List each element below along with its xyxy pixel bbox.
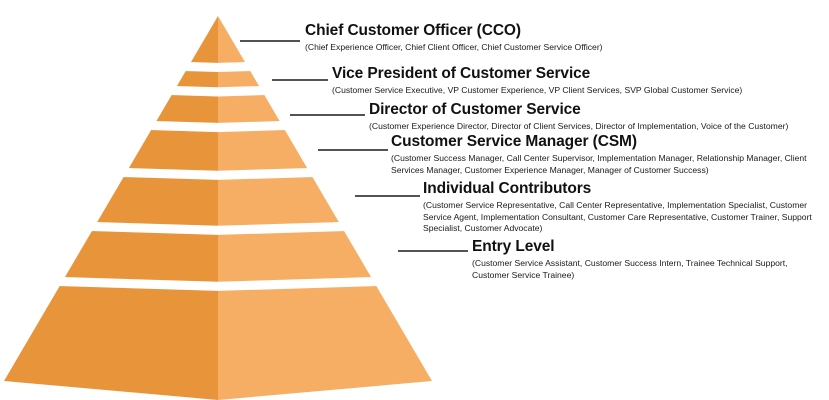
level-entry: Entry Level (Customer Service Assistant,… — [472, 238, 817, 281]
level-individual-contributors: Individual Contributors (Customer Servic… — [423, 180, 823, 235]
level-director: Director of Customer Service (Customer E… — [369, 101, 824, 133]
pyramid-left-face — [4, 16, 218, 400]
level-description: (Customer Success Manager, Call Center S… — [391, 153, 807, 175]
tier-separator — [121, 168, 315, 180]
level-title: Entry Level — [472, 238, 555, 255]
level-description: (Chief Experience Officer, Chief Client … — [305, 42, 603, 52]
level-title: Director of Customer Service — [369, 101, 581, 118]
tier-separator — [149, 121, 287, 133]
pyramid-right-face — [218, 16, 432, 400]
tier-separator — [57, 277, 379, 291]
level-description: (Customer Service Assistant, Customer Su… — [472, 258, 788, 280]
level-cco: Chief Customer Officer (CCO) (Chief Expe… — [305, 22, 820, 54]
level-manager: Customer Service Manager (CSM) (Customer… — [391, 133, 823, 176]
tier-separator — [169, 86, 267, 97]
level-description: (Customer Service Executive, VP Customer… — [332, 85, 743, 95]
level-description: (Customer Experience Director, Director … — [369, 121, 789, 131]
level-title: Customer Service Manager (CSM) — [391, 133, 637, 150]
level-title: Chief Customer Officer (CCO) — [305, 22, 521, 39]
level-vice-president: Vice President of Customer Service (Cust… — [332, 65, 822, 97]
level-description: (Customer Service Representative, Call C… — [423, 200, 812, 233]
level-title: Vice President of Customer Service — [332, 65, 591, 82]
tier-separator — [89, 222, 347, 235]
tier-separator — [183, 62, 253, 73]
level-title: Individual Contributors — [423, 180, 592, 197]
